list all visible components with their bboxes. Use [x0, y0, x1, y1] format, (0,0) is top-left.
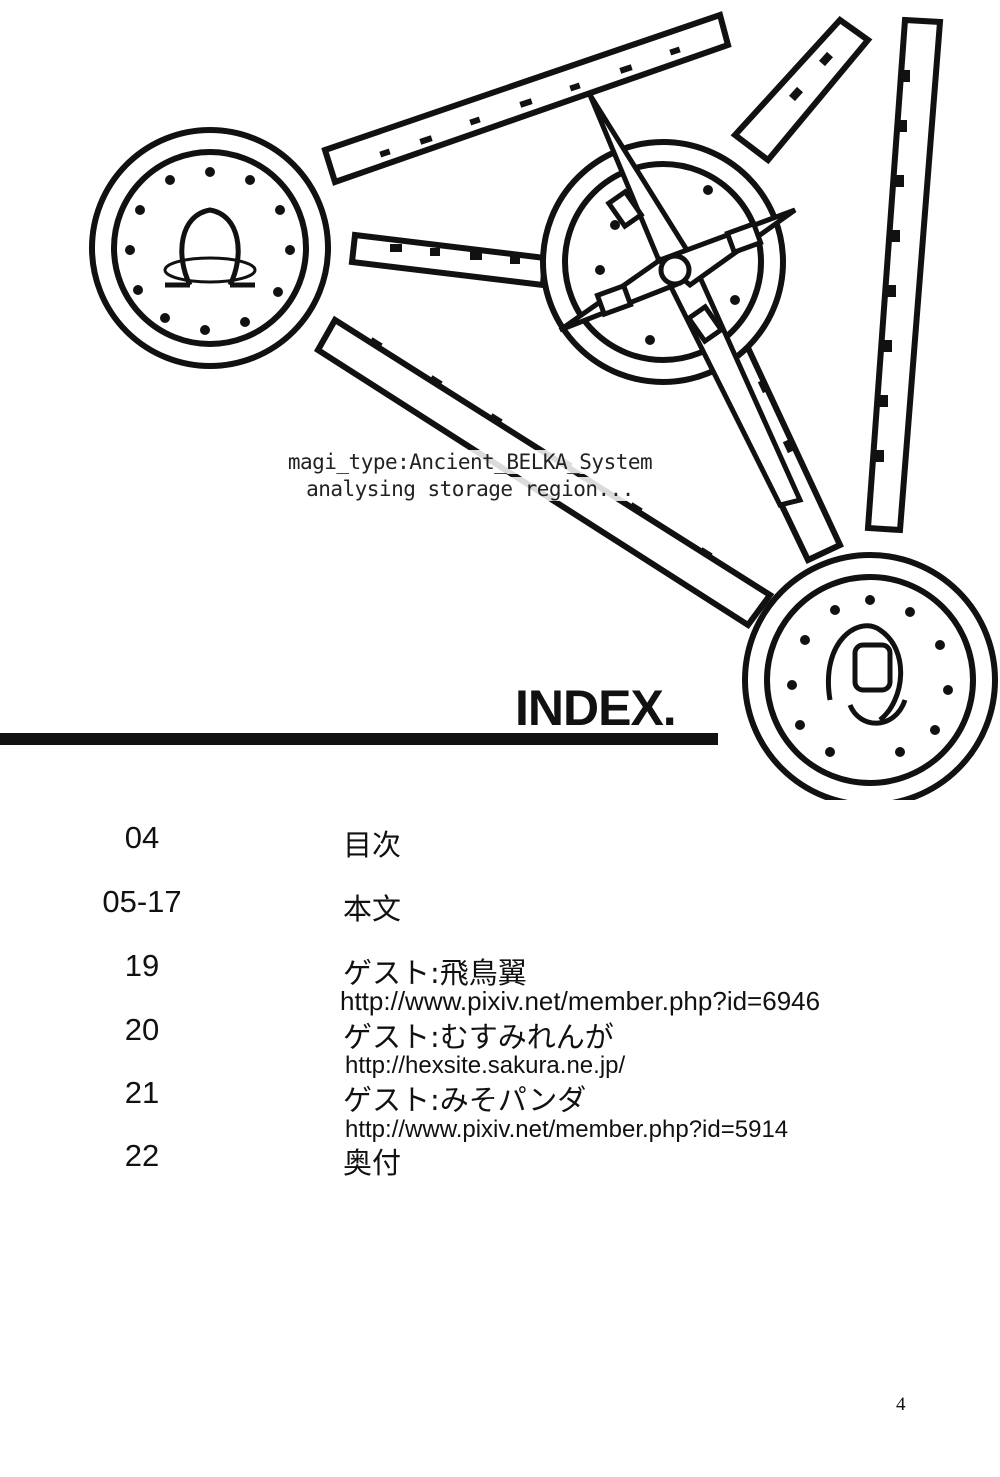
circle-runes	[125, 167, 953, 757]
circle-left-inner	[111, 149, 309, 347]
entry-label: ゲスト:むすみれんが	[343, 1020, 614, 1054]
entry-label: 奥付	[343, 1146, 402, 1180]
entry-label: 目次	[343, 828, 402, 862]
circle-right-inner	[764, 574, 976, 786]
entry-page: 20	[124, 1012, 160, 1047]
index-divider	[0, 733, 718, 745]
caption-system-type: magi_type:Ancient_BELKA_System	[240, 450, 700, 474]
entry-page: 19	[124, 948, 160, 983]
caption-analysing: analysing storage region...	[240, 477, 700, 501]
index-title: INDEX.	[515, 680, 677, 736]
entry-page: 22	[124, 1138, 160, 1173]
band-left-top	[321, 11, 732, 186]
rune-marks	[368, 46, 910, 560]
page-number: 4	[896, 1394, 906, 1415]
crest-symbol	[826, 623, 908, 726]
entry-page: 21	[124, 1075, 160, 1110]
entry-page: 04	[124, 820, 160, 855]
circle-right-outer	[742, 552, 998, 800]
entry-label: 本文	[343, 892, 402, 926]
omega-symbol	[163, 207, 257, 288]
entry-label: ゲスト:飛鳥翼	[343, 956, 527, 990]
sword-cross-emblem	[558, 93, 804, 508]
band-left-lower	[313, 315, 775, 630]
circle-left-outer	[89, 127, 331, 369]
magic-circle-illustration	[89, 11, 998, 800]
entry-url[interactable]: http://www.pixiv.net/member.php?id=5914	[345, 1116, 789, 1143]
band-middle-top	[730, 16, 873, 165]
entry-url[interactable]: http://www.pixiv.net/member.php?id=6946	[340, 986, 821, 1016]
entry-page: 05-17	[102, 884, 182, 919]
entry-label: ゲスト:みそパンダ	[343, 1083, 587, 1117]
band-right-vertical	[864, 16, 944, 534]
entry-url[interactable]: http://hexsite.sakura.ne.jp/	[345, 1052, 626, 1079]
circle-center-inner	[562, 161, 764, 363]
